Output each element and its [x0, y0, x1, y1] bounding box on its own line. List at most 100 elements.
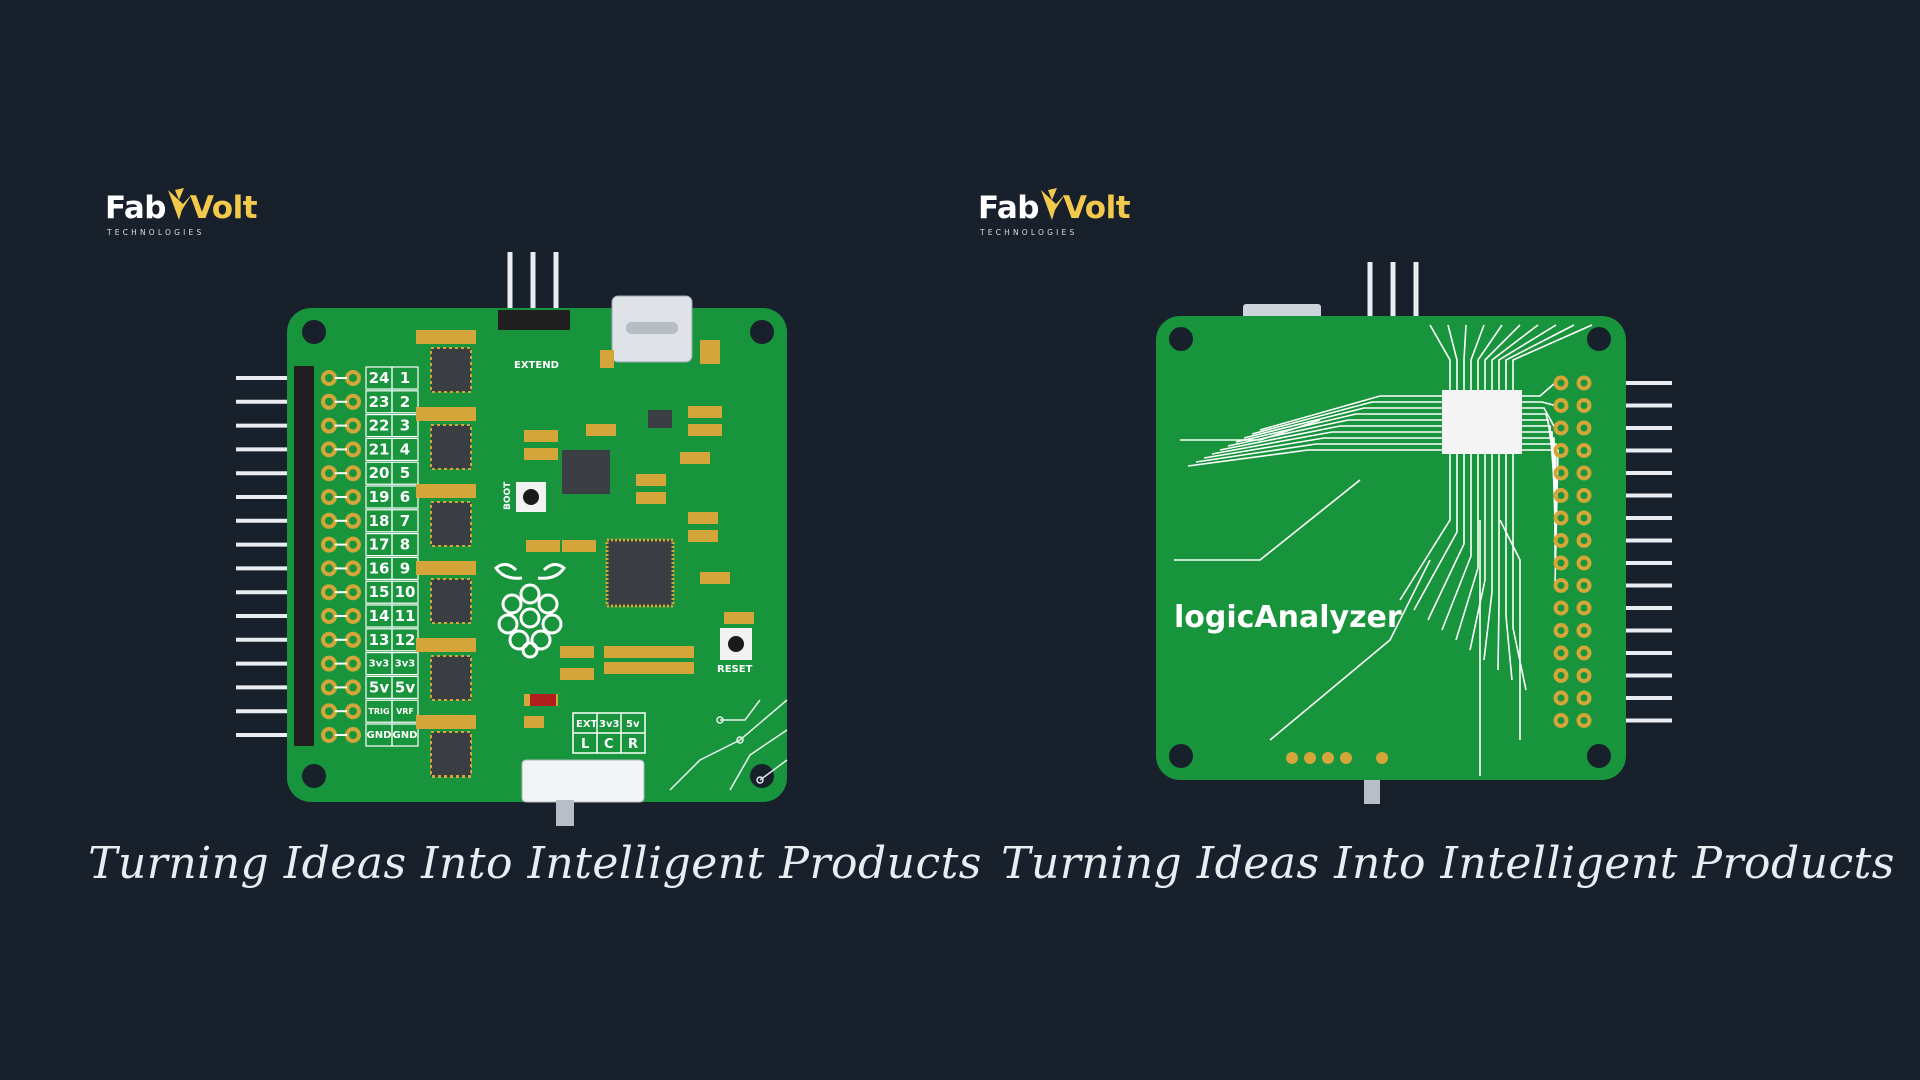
smd-component — [560, 646, 594, 658]
gold-pad — [1576, 488, 1592, 503]
pin-label-left: GND — [367, 730, 392, 741]
pin-label-right: 3v3 — [395, 659, 415, 670]
trace — [1413, 454, 1458, 611]
supply-label-5v: 5v — [626, 719, 640, 730]
buffer-chip — [430, 424, 472, 470]
pin-label-right: 10 — [395, 583, 416, 601]
pin-label-right: 7 — [400, 512, 410, 530]
pcb-traces — [1174, 324, 1593, 776]
gold-pad — [1576, 623, 1592, 638]
gold-pad — [1553, 578, 1569, 593]
tagline: Turning Ideas Into Intelligent Products — [88, 838, 982, 889]
pin-label-left: 17 — [369, 536, 390, 554]
switch-label-c: C — [604, 737, 614, 752]
pin-label-left: 18 — [369, 512, 390, 530]
switch-lever — [1364, 780, 1380, 804]
gold-pad — [1553, 420, 1569, 436]
trace — [1522, 382, 1556, 397]
gold-pad — [1576, 398, 1592, 413]
gold-pad — [1576, 420, 1592, 436]
trace — [1427, 454, 1465, 621]
smd-component — [604, 662, 694, 674]
trace — [1484, 324, 1521, 390]
mounting-holes — [1169, 327, 1611, 768]
pin-label-right: 8 — [400, 536, 410, 554]
slide-switch — [521, 759, 645, 803]
trace — [1505, 454, 1513, 681]
smd-component — [688, 406, 722, 418]
logo-volt-text: Volt — [189, 190, 258, 226]
trace — [1522, 443, 1557, 564]
gold-pad — [1553, 488, 1569, 503]
smd-component — [700, 572, 730, 584]
mcu-footprint — [1442, 390, 1522, 454]
resistor-pack — [416, 638, 476, 652]
buffer-chip — [430, 731, 472, 777]
pin-label-right: 5v — [395, 678, 415, 696]
smd-component — [688, 512, 718, 524]
resistor-pack — [416, 407, 476, 421]
left-header-pins — [236, 376, 294, 737]
trace — [1498, 324, 1557, 390]
gold-pad — [1553, 713, 1569, 728]
pin-label-right: 1 — [400, 369, 410, 387]
pin-label-right: 4 — [400, 440, 410, 458]
pin-pads — [1553, 375, 1592, 728]
gold-pad — [1576, 533, 1592, 548]
flash-chip — [562, 450, 610, 494]
pin-label-left: 5v — [369, 678, 389, 696]
trace — [1522, 437, 1556, 541]
trace — [1211, 431, 1442, 455]
pin-label-right: GND — [393, 730, 418, 741]
pin-label-left: 13 — [369, 631, 390, 649]
right-header-pins — [1626, 381, 1672, 723]
resistor-pack — [416, 715, 476, 729]
gold-pad — [1576, 690, 1592, 706]
lightning-bolt-icon — [167, 188, 192, 220]
gold-pad — [1553, 443, 1569, 458]
pin-label-cell — [391, 723, 419, 747]
pin-label-right: 2 — [400, 393, 410, 411]
pcb-back-illustration: logicAnalyzer — [1156, 262, 1672, 804]
smd-component — [604, 646, 694, 658]
pin-label-cell — [391, 366, 419, 390]
buffer-chip — [430, 578, 472, 624]
extend-label: EXTEND — [514, 360, 559, 371]
logo-fab-text: Fab — [105, 190, 166, 226]
gold-pad — [1553, 690, 1569, 706]
gold-pad — [1576, 645, 1592, 661]
pin-label-right: VRF — [396, 707, 414, 716]
gold-pad — [1576, 443, 1592, 458]
trace — [1187, 449, 1442, 467]
gold-pad — [1576, 668, 1592, 683]
gold-pad — [1576, 713, 1592, 728]
pin-label-left: 15 — [369, 583, 390, 601]
pin-label-right: 11 — [395, 607, 416, 625]
gold-pad — [1553, 600, 1569, 616]
gold-pad — [1553, 510, 1569, 526]
logo-subtitle: TECHNOLOGIES — [107, 228, 205, 237]
buffer-chip — [430, 347, 472, 393]
pin-label-cell — [391, 651, 419, 676]
rp2040-mcu-chip — [605, 538, 675, 608]
gold-pad — [1576, 600, 1592, 616]
pin-header-block — [294, 366, 314, 746]
smd-component — [524, 430, 558, 442]
trace — [1441, 454, 1472, 631]
pin-label-left: 20 — [369, 464, 390, 482]
gold-pad — [1553, 465, 1569, 481]
pin-label-left: 24 — [369, 369, 390, 387]
pin-label-cell — [391, 699, 419, 723]
mounting-holes — [302, 320, 774, 788]
pin-label-cell — [391, 532, 419, 557]
board-title: logicAnalyzer — [1174, 600, 1402, 635]
top-header-pins — [507, 252, 559, 310]
smd-component — [700, 340, 720, 364]
trace — [1491, 324, 1539, 390]
resistor-pack — [416, 330, 476, 344]
pin-label-left: 22 — [369, 417, 390, 435]
reset-label: RESET — [717, 664, 753, 675]
gold-pad — [1553, 533, 1569, 548]
